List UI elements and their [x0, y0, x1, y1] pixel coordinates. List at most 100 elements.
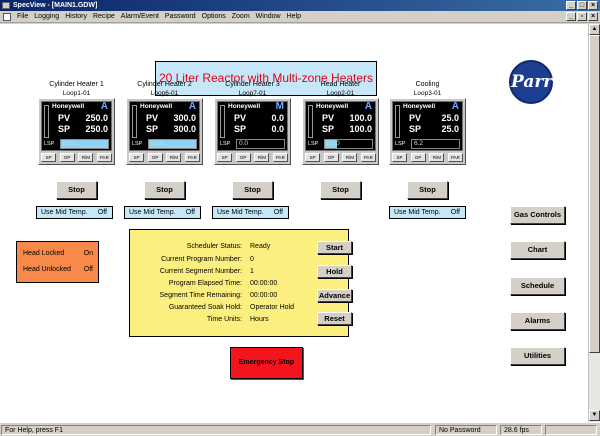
op-key[interactable]: OP — [410, 153, 426, 162]
lsp-fill — [149, 140, 196, 148]
menu-alarm-event[interactable]: Alarm/Event — [120, 13, 159, 20]
controller-faceplate[interactable]: Honeywell M PV 0.0 SP 0.0 LSP 0.0 SP OP … — [214, 98, 291, 165]
par-key[interactable]: PAR — [184, 153, 200, 162]
brand-label: Honeywell — [403, 103, 436, 110]
heater-panel: Head Heater Loop2-01 Honeywell A PV 100.… — [302, 80, 379, 165]
child-close-button[interactable]: × — [588, 12, 598, 21]
brand-label: Honeywell — [52, 103, 85, 110]
sp-label: SP — [58, 124, 71, 134]
menu-file[interactable]: File — [17, 13, 29, 20]
rm-key[interactable]: R/M — [342, 153, 358, 162]
alarms-button[interactable]: Alarms — [510, 312, 565, 330]
menu-help[interactable]: Help — [286, 13, 301, 20]
mid-temp-toggle[interactable]: Use Mid Temp. Off — [124, 206, 201, 219]
hold-button[interactable]: Hold — [317, 265, 352, 278]
menu-zoom[interactable]: Zoom — [231, 13, 250, 20]
sp-key[interactable]: SP — [392, 153, 407, 162]
minimize-button[interactable]: _ — [566, 1, 576, 10]
title-bar: SpecView - [MAIN1.GDW] _ □ × — [0, 0, 600, 11]
gas-controls-button[interactable]: Gas Controls — [510, 206, 565, 224]
child-restore-button[interactable]: ▫ — [577, 12, 587, 21]
head-locked-state: On — [83, 250, 93, 257]
menu-options[interactable]: Options — [201, 13, 226, 20]
stop-button[interactable]: Stop — [56, 181, 97, 199]
lsp-value: 6.2 — [414, 140, 424, 147]
par-key[interactable]: PAR — [96, 153, 112, 162]
rm-key[interactable]: R/M — [78, 153, 94, 162]
lsp-field: 75.0 — [148, 139, 197, 149]
menu-history[interactable]: History — [65, 13, 87, 20]
mid-temp-toggle[interactable]: Use Mid Temp. Off — [36, 206, 113, 219]
controller-faceplate[interactable]: Honeywell A PV 250.0 SP 250.0 LSP 82.3 S… — [38, 98, 115, 165]
utilities-button[interactable]: Utilities — [510, 347, 565, 365]
scheduler-row: Scheduler Status: Ready — [130, 242, 271, 252]
stop-button[interactable]: Stop — [407, 181, 448, 199]
heater-panel: Cooling Loop3-01 Honeywell A PV 25.0 SP … — [389, 80, 466, 165]
heater-label: Cylinder Heater 1 — [49, 81, 104, 88]
lsp-label: LSP — [220, 141, 231, 147]
op-key[interactable]: OP — [235, 153, 251, 162]
lsp-value: 82.3 — [63, 140, 76, 147]
op-key[interactable]: OP — [147, 153, 163, 162]
lsp-label: LSP — [395, 141, 406, 147]
menu-logging[interactable]: Logging — [34, 13, 60, 20]
op-key[interactable]: OP — [323, 153, 339, 162]
stop-button[interactable]: Stop — [320, 181, 361, 199]
vertical-scrollbar[interactable]: ▲ ▼ — [588, 24, 600, 422]
chart-button[interactable]: Chart — [510, 241, 565, 259]
par-key[interactable]: PAR — [447, 153, 463, 162]
mid-temp-label: Use Mid Temp. — [217, 209, 264, 216]
controller-faceplate[interactable]: Honeywell A PV 25.0 SP 25.0 LSP 6.2 SP O… — [389, 98, 466, 165]
scroll-thumb[interactable] — [589, 35, 600, 353]
stop-button[interactable]: Stop — [144, 181, 185, 199]
mid-temp-toggle[interactable]: Use Mid Temp. Off — [212, 206, 289, 219]
scheduler-row: Segment Time Remaining: 00:00:00 — [130, 291, 278, 301]
menu-window[interactable]: Window — [255, 13, 281, 20]
bargraph — [308, 105, 313, 138]
lsp-value: 0.0 — [239, 140, 249, 147]
scroll-down-arrow-icon[interactable]: ▼ — [589, 410, 600, 421]
mid-temp-toggle[interactable]: Use Mid Temp. Off — [389, 206, 466, 219]
mode-indicator: A — [100, 101, 108, 112]
reset-button[interactable]: Reset — [317, 312, 352, 325]
advance-button[interactable]: Advance — [317, 289, 352, 302]
child-minimize-button[interactable]: _ — [566, 12, 576, 21]
menu-password[interactable]: Password — [164, 13, 196, 20]
controller-faceplate[interactable]: Honeywell A PV 100.0 SP 100.0 LSP 25.0 S… — [302, 98, 379, 165]
controller-faceplate[interactable]: Honeywell A PV 300.0 SP 300.0 LSP 75.0 S… — [126, 98, 203, 165]
sp-key[interactable]: SP — [305, 153, 320, 162]
schedule-button[interactable]: Schedule — [510, 277, 565, 295]
rm-key[interactable]: R/M — [254, 153, 270, 162]
emergency-stop-button[interactable]: Emergency Stop — [230, 347, 303, 379]
segment-number-value: 1 — [250, 268, 254, 275]
close-button[interactable]: × — [588, 1, 598, 10]
menu-recipe[interactable]: Recipe — [92, 13, 115, 20]
app-icon[interactable] — [2, 2, 10, 9]
loop-label: Loop3-01 — [413, 90, 442, 97]
sp-key[interactable]: SP — [129, 153, 144, 162]
rm-key[interactable]: R/M — [166, 153, 182, 162]
parr-logo: Parr — [509, 60, 553, 104]
scroll-up-arrow-icon[interactable]: ▲ — [589, 24, 600, 35]
op-key[interactable]: OP — [59, 153, 75, 162]
sp-key[interactable]: SP — [217, 153, 232, 162]
par-key[interactable]: PAR — [360, 153, 376, 162]
brand-label: Honeywell — [140, 103, 173, 110]
start-button[interactable]: Start — [317, 241, 352, 254]
mid-temp-label: Use Mid Temp. — [394, 209, 441, 216]
par-key[interactable]: PAR — [272, 153, 288, 162]
heater-panel: Cylinder Heater 1 Loop1-01 Honeywell A P… — [38, 80, 115, 165]
pv-label: PV — [322, 113, 335, 123]
lsp-label: LSP — [44, 141, 55, 147]
mode-indicator: A — [364, 101, 372, 112]
rm-key[interactable]: R/M — [429, 153, 445, 162]
maximize-button[interactable]: □ — [577, 1, 587, 10]
loop-label: Loop2-01 — [326, 90, 355, 97]
document-icon[interactable] — [3, 13, 11, 21]
loop-label: Loop7-01 — [238, 90, 267, 97]
stop-button[interactable]: Stop — [232, 181, 273, 199]
lsp-fill — [325, 140, 337, 148]
sp-key[interactable]: SP — [41, 153, 56, 162]
pv-label: PV — [58, 113, 71, 123]
head-lock-panel: Head Locked On Head Unlocked Off — [16, 241, 99, 283]
